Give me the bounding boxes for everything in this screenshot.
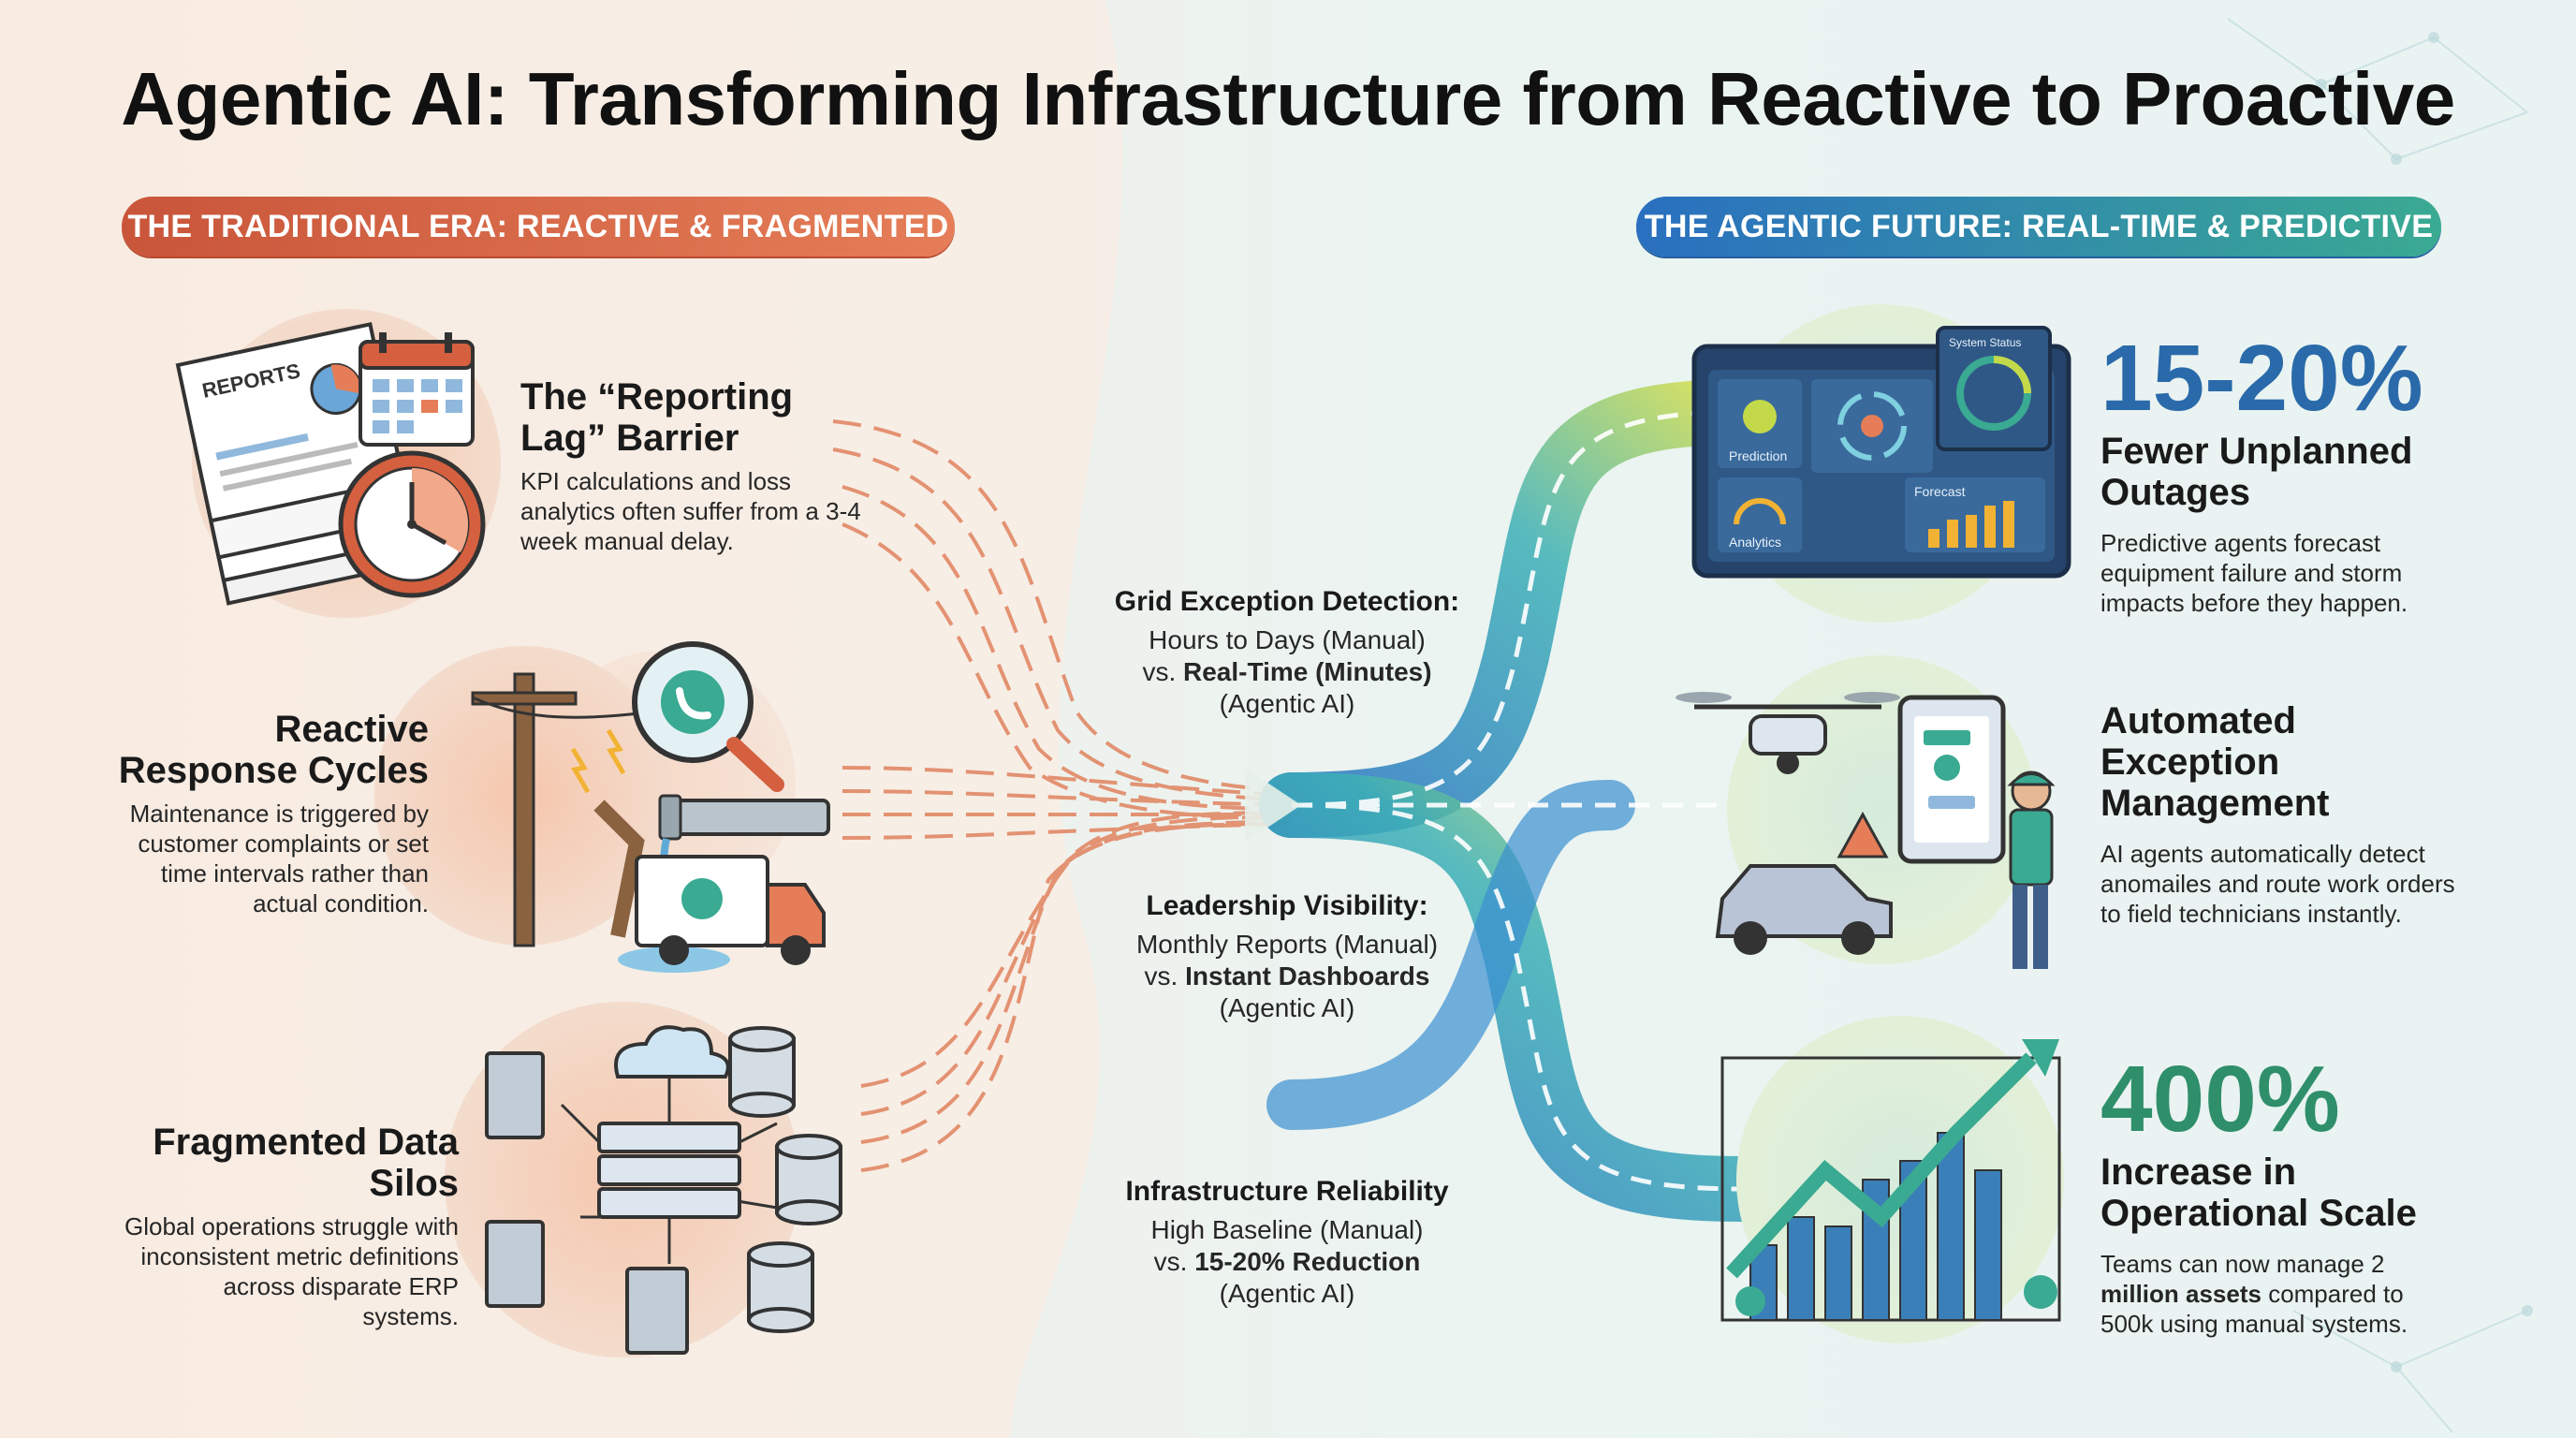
tablet-icon xyxy=(1897,695,2006,864)
right-card-body: AI agents automatically detect anomailes… xyxy=(2100,840,2455,928)
body-text-bold: million assets xyxy=(2100,1280,2261,1308)
svg-text:Forecast: Forecast xyxy=(1914,484,1966,499)
comparison-after: Instant Dashboards xyxy=(1185,961,1430,990)
body-text-pre: Teams can now manage 2 xyxy=(2100,1250,2385,1278)
left-card-reactive-response: Reactive Response Cycles Maintenance is … xyxy=(94,709,429,918)
right-card-heading: Increase in Operational Scale xyxy=(2100,1152,2417,1234)
comparison-heading: Leadership Visibility: xyxy=(1146,890,1428,921)
comparison-vs: vs. xyxy=(1144,961,1178,990)
page-title: Agentic AI: Transforming Infrastructure … xyxy=(121,57,2455,140)
traditional-era-banner: THE TRADITIONAL ERA: REACTIVE & FRAGMENT… xyxy=(122,197,955,257)
stat-value: 15-20% xyxy=(2100,326,2423,431)
dashboard-icon: Prediction Analytics System Status Forec… xyxy=(1691,326,2071,579)
left-card-heading: The “Reporting Lag” Barrier xyxy=(520,376,794,459)
comparison-before: Monthly Reports (Manual) xyxy=(1135,930,1439,959)
comparison-after: 15-20% Reduction xyxy=(1194,1247,1421,1276)
server-icon xyxy=(485,1051,741,1355)
comparison-before: High Baseline (Manual) xyxy=(1150,1215,1424,1244)
comparison-agent: (Agentic AI) xyxy=(1219,1279,1355,1308)
right-card-body: Predictive agents forecast equipment fai… xyxy=(2100,529,2408,617)
comparison-vs: vs. xyxy=(1153,1247,1188,1276)
comparison-after: Real-Time (Minutes) xyxy=(1183,657,1432,686)
svg-text:System Status: System Status xyxy=(1949,336,2021,349)
body-text-post: compared to 500k using manual systems. xyxy=(2100,1280,2408,1338)
right-card-body: Teams can now manage 2 million assets co… xyxy=(2100,1249,2456,1339)
svg-text:Prediction: Prediction xyxy=(1729,448,1787,463)
right-card-exception-management: Automated Exception Management AI agents… xyxy=(2100,700,2456,929)
magnifier-phone-icon xyxy=(632,641,784,792)
cloud-icon xyxy=(614,1025,730,1078)
agentic-future-banner: THE AGENTIC FUTURE: REAL-TIME & PREDICTI… xyxy=(1636,197,2441,257)
comparison-agent: (Agentic AI) xyxy=(1219,993,1355,1022)
database-icon xyxy=(728,1026,842,1333)
clock-icon xyxy=(338,450,486,598)
comparison-heading: Grid Exception Detection: xyxy=(1114,586,1460,617)
left-card-reporting-lag: The “Reporting Lag” Barrier KPI calculat… xyxy=(520,376,867,556)
car-icon xyxy=(1715,864,1893,955)
comparison-leadership-visibility: Leadership Visibility: Monthly Reports (… xyxy=(1086,889,1488,1024)
leaking-pipe-icon xyxy=(618,794,830,973)
technician-icon xyxy=(2007,770,2056,969)
comparison-agent: (Agentic AI) xyxy=(1219,689,1355,718)
calendar-icon xyxy=(359,332,475,447)
stat-value: 400% xyxy=(2100,1047,2340,1152)
left-card-data-silos: Fragmented Data Silos Global operations … xyxy=(56,1122,459,1331)
service-truck-icon xyxy=(635,855,826,965)
left-card-heading: Reactive Response Cycles xyxy=(118,709,429,791)
comparison-vs: vs. xyxy=(1142,657,1177,686)
right-card-heading: Automated Exception Management xyxy=(2100,700,2330,824)
right-card-unplanned-outages: 15-20% Fewer Unplanned Outages Predictiv… xyxy=(2100,330,2456,618)
left-card-body: KPI calculations and loss analytics ofte… xyxy=(520,467,861,555)
warning-icon xyxy=(1837,811,1889,858)
drone-icon xyxy=(1676,692,1900,774)
left-card-heading: Fragmented Data Silos xyxy=(153,1122,459,1204)
comparison-grid-exception: Grid Exception Detection: Hours to Days … xyxy=(1086,585,1488,720)
left-card-body: Global operations struggle with inconsis… xyxy=(124,1212,459,1330)
right-card-heading: Fewer Unplanned Outages xyxy=(2100,431,2413,513)
power-pole-icon xyxy=(471,672,656,947)
comparison-infrastructure-reliability: Infrastructure Reliability High Baseline… xyxy=(1086,1175,1488,1310)
comparison-before: Hours to Days (Manual) xyxy=(1149,625,1426,654)
growth-chart-icon xyxy=(1720,1039,2061,1322)
right-card-operational-scale: 400% Increase in Operational Scale Teams… xyxy=(2100,1050,2456,1339)
comparison-heading: Infrastructure Reliability xyxy=(1125,1176,1449,1207)
left-card-body: Maintenance is triggered by customer com… xyxy=(129,800,429,917)
svg-text:Analytics: Analytics xyxy=(1729,535,1781,550)
